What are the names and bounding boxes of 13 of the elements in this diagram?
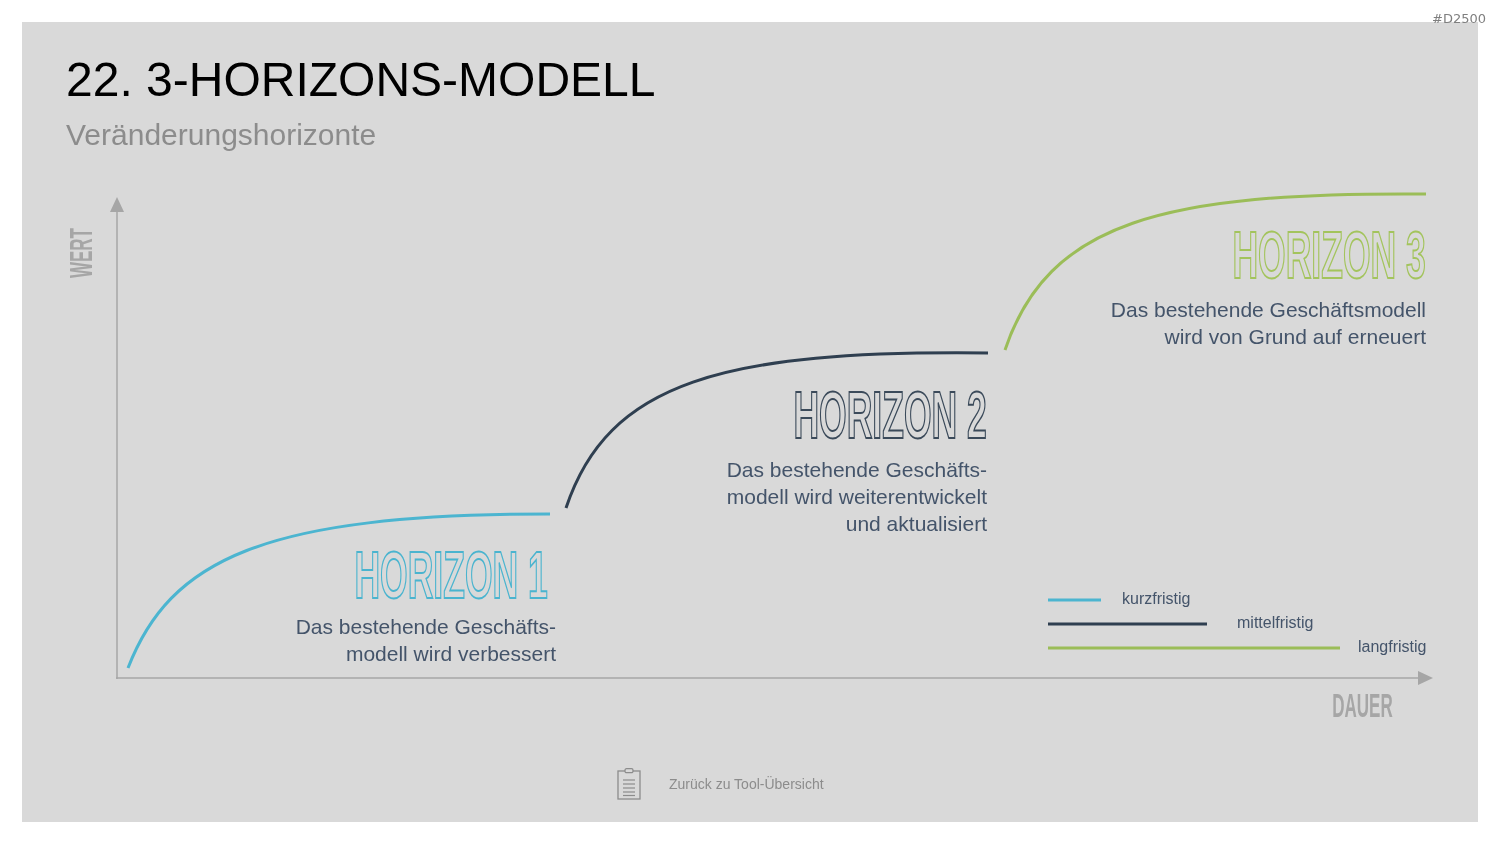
horizon-description: Das bestehende Geschäfts- modell wird weiterentwickelt und aktualisiert — [725, 457, 987, 537]
legend-label: mittelfristig — [1237, 614, 1314, 632]
horizon-heading: HORIZON 2 — [793, 381, 987, 448]
horizon-heading: HORIZON 1 — [354, 541, 548, 608]
horizon-heading: HORIZON 3 — [1232, 221, 1426, 288]
horizon-description: Das bestehende Geschäfts- modell wird verbessert — [294, 614, 556, 667]
horizon-description: Das bestehende Geschäftsmodell wird von Grund auf erneuert — [1109, 297, 1426, 350]
legend-label: kurzfristig — [1122, 590, 1191, 608]
slide-subtitle: Veränderungshorizonte — [66, 120, 377, 150]
page-id: #D2500 — [1432, 11, 1486, 27]
legend-label: langfristig — [1358, 638, 1427, 656]
back-link: Zurück zu Tool-Übersicht — [669, 776, 824, 792]
slide-title: 22. 3-HORIZONS-MODELL — [66, 56, 656, 104]
